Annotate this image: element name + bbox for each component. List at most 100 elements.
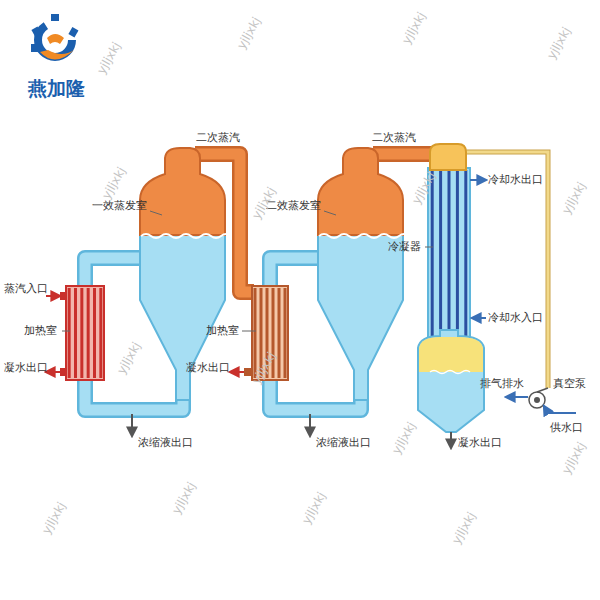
leader-line bbox=[324, 211, 336, 215]
vacuum-pump bbox=[529, 392, 545, 408]
part-label: 加热室 bbox=[206, 325, 239, 337]
vacuum-pump bbox=[534, 397, 540, 403]
watermark: yjljxkj bbox=[115, 340, 144, 376]
leader-line bbox=[242, 331, 256, 332]
watermark: yjljxkj bbox=[390, 420, 419, 456]
logo-icon bbox=[31, 14, 78, 60]
heating-chamber-1 bbox=[80, 288, 83, 378]
port-label: 排气排水 bbox=[480, 378, 524, 390]
flow-arrow bbox=[46, 295, 60, 297]
heating-chamber-1 bbox=[87, 288, 90, 378]
heating-chamber-1 bbox=[66, 286, 104, 380]
condenser bbox=[419, 337, 483, 372]
port-label: 浓缩液出口 bbox=[316, 437, 371, 449]
circulation-pipe bbox=[85, 258, 142, 288]
part-label: 加热室 bbox=[24, 325, 57, 337]
condenser bbox=[430, 371, 470, 374]
circulation-pipe bbox=[270, 258, 320, 288]
flow-arrow bbox=[544, 406, 576, 413]
watermark: yjljxkj bbox=[40, 500, 69, 536]
heating-chamber-1 bbox=[68, 288, 71, 378]
watermark: yjljxkj bbox=[560, 180, 589, 216]
heating-chamber-2 bbox=[278, 288, 281, 378]
first-effect-evaporator bbox=[140, 235, 225, 400]
watermark: yjljxkj bbox=[400, 10, 429, 46]
vacuum-pump bbox=[529, 388, 548, 408]
condenser bbox=[431, 170, 434, 338]
port-label: 凝水出口 bbox=[186, 362, 230, 374]
second-effect-evaporator bbox=[319, 234, 409, 238]
heating-chamber-1 bbox=[60, 292, 66, 300]
heating-chamber-1 bbox=[60, 286, 104, 380]
watermark: yjljxkj bbox=[250, 350, 279, 386]
watermark: yjljxkj bbox=[95, 40, 124, 76]
condenser bbox=[428, 168, 470, 340]
watermark: yjljxkj bbox=[560, 440, 589, 476]
leader-line bbox=[62, 211, 433, 331]
condenser bbox=[464, 170, 467, 338]
first-effect-evaporator bbox=[140, 148, 231, 400]
heating-chamber-1 bbox=[60, 368, 66, 376]
watermark: yjljxkj bbox=[235, 15, 264, 51]
logo-icon bbox=[40, 50, 74, 60]
watermark: yjljxkj bbox=[300, 490, 329, 526]
flow-arrow bbox=[506, 396, 528, 398]
heating-chamber-2 bbox=[284, 288, 287, 378]
condenser bbox=[430, 144, 466, 170]
port-label: 供水口 bbox=[550, 422, 583, 434]
vacuum-pump bbox=[537, 388, 548, 392]
flow-arrow bbox=[470, 179, 486, 181]
circulation-pipe bbox=[85, 258, 142, 288]
watermark: yjljxkj bbox=[170, 480, 199, 516]
vapour-pipe bbox=[373, 146, 434, 162]
condenser bbox=[448, 170, 451, 338]
logo-text: 燕加隆 bbox=[28, 78, 85, 99]
circulation-pipe bbox=[270, 258, 320, 288]
flow-arrow bbox=[46, 180, 576, 448]
condenser bbox=[418, 330, 484, 432]
part-label: 二效蒸发室 bbox=[266, 200, 321, 212]
second-effect-evaporator bbox=[318, 235, 403, 400]
first-effect-evaporator bbox=[140, 148, 225, 235]
flow-arrow bbox=[230, 371, 244, 373]
condenser bbox=[439, 170, 442, 338]
port-label: 凝水出口 bbox=[4, 362, 48, 374]
logo-icon bbox=[31, 44, 38, 52]
heating-chamber-2 bbox=[244, 368, 252, 376]
heating-chamber-1 bbox=[74, 288, 77, 378]
flow-arrow bbox=[472, 317, 486, 319]
flow-arrow bbox=[450, 432, 452, 448]
heating-chamber-2 bbox=[254, 288, 257, 378]
heating-chamber-1 bbox=[69, 288, 101, 378]
flow-arrow bbox=[46, 371, 60, 373]
second-effect-evaporator bbox=[318, 148, 403, 235]
port-label: 凝水出口 bbox=[458, 437, 502, 449]
watermark: yjljxkj bbox=[410, 170, 439, 206]
leader-line bbox=[425, 247, 433, 248]
leader-line bbox=[150, 211, 162, 215]
watermark: yjljxkj bbox=[450, 510, 479, 546]
part-label: 一效蒸发室 bbox=[92, 200, 147, 212]
leader-line bbox=[62, 331, 70, 332]
part-label: 冷凝器 bbox=[388, 241, 421, 253]
vapour-pipe bbox=[373, 149, 434, 160]
port-label: 浓缩液出口 bbox=[138, 437, 193, 449]
port-label: 冷却水出口 bbox=[488, 174, 543, 186]
part-label: 二次蒸汽 bbox=[196, 132, 240, 144]
condenser bbox=[456, 170, 459, 338]
port-label: 冷却水入口 bbox=[488, 312, 543, 324]
heating-chamber-1 bbox=[93, 288, 96, 378]
part-label: 真空泵 bbox=[553, 378, 586, 390]
logo-icon bbox=[68, 27, 78, 37]
logo-icon bbox=[31, 14, 78, 52]
flow-arrow bbox=[131, 414, 133, 436]
logo-icon bbox=[31, 27, 41, 37]
watermark: yjljxkj bbox=[100, 165, 129, 201]
part-label: 二次蒸汽 bbox=[372, 132, 416, 144]
watermark: yjljxkj bbox=[545, 25, 574, 61]
condenser bbox=[432, 170, 466, 338]
second-effect-evaporator bbox=[318, 148, 409, 400]
first-effect-evaporator bbox=[141, 234, 231, 238]
